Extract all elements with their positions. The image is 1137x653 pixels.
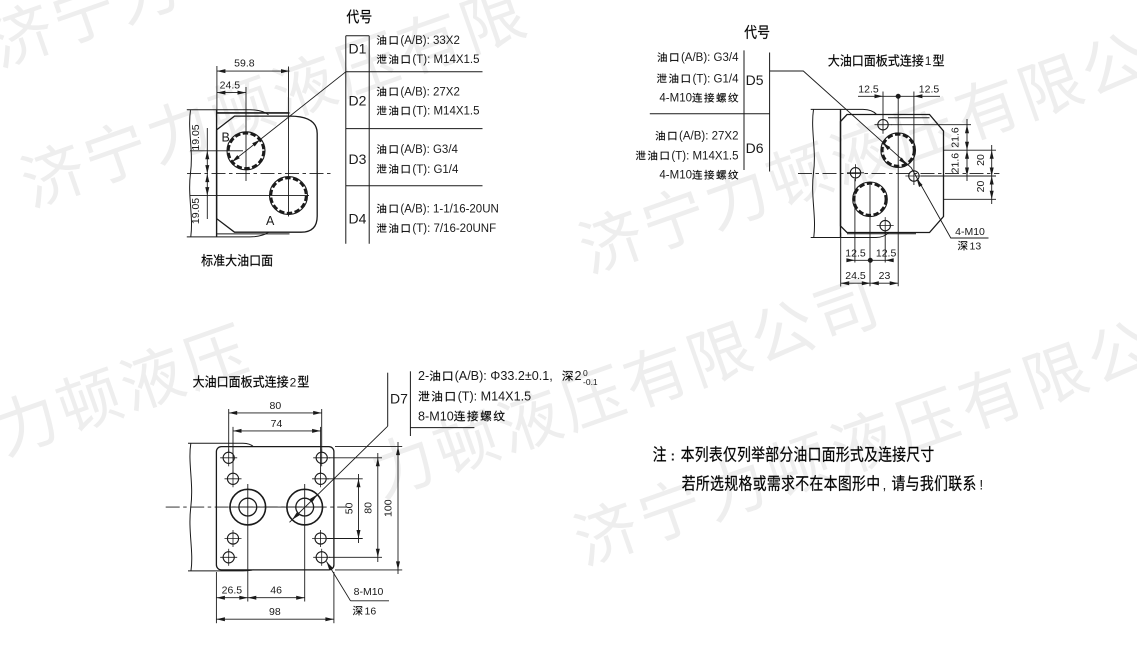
svg-text:8-M10: 8-M10 [418,409,454,423]
svg-text:(A/B): 1-1/16-20UN: (A/B): 1-1/16-20UN [400,203,498,215]
svg-text:D4: D4 [349,211,367,227]
svg-text:(T): G1/4: (T): G1/4 [692,73,739,85]
svg-text:24.5: 24.5 [845,270,866,282]
svg-text:,: , [883,478,887,493]
svg-text:(T): M14X1.5: (T): M14X1.5 [412,106,479,118]
svg-text:(A/B): G3/4: (A/B): G3/4 [400,144,458,156]
svg-text:26.5: 26.5 [222,585,243,597]
svg-text:!: ! [979,478,983,493]
svg-text:74: 74 [271,418,283,430]
svg-text:(A/B): Φ33.2±0.1,: (A/B): Φ33.2±0.1, [455,369,553,383]
svg-text:12.5: 12.5 [919,83,940,95]
svg-text:2: 2 [575,369,582,383]
svg-text:4-M10: 4-M10 [955,226,985,238]
svg-text:21.6: 21.6 [950,127,962,148]
svg-text:19.05: 19.05 [190,124,202,150]
svg-text:D1: D1 [349,40,367,56]
svg-text:D5: D5 [746,72,764,88]
svg-text:D2: D2 [349,93,367,109]
svg-text:-0.1: -0.1 [583,377,598,387]
svg-text:B: B [222,131,230,145]
svg-text:98: 98 [269,606,281,618]
svg-text:(A/B): 27X2: (A/B): 27X2 [400,86,459,98]
svg-text:2: 2 [290,375,297,389]
svg-text:1: 1 [925,54,932,68]
svg-text:2-: 2- [418,369,429,383]
svg-text:4-M10: 4-M10 [659,170,692,182]
svg-text::: : [671,449,676,464]
svg-text:23: 23 [879,270,891,282]
svg-text:46: 46 [270,585,282,597]
svg-text:8-M10: 8-M10 [354,586,384,598]
svg-text:50: 50 [343,502,355,514]
svg-text:(T): M14X1.5: (T): M14X1.5 [671,150,738,162]
svg-text:100: 100 [382,499,394,517]
svg-text:D7: D7 [390,391,408,407]
svg-text:12.5: 12.5 [845,247,866,259]
svg-text:80: 80 [362,502,374,514]
svg-text:(A/B): 27X2: (A/B): 27X2 [679,131,738,143]
svg-text:4-M10: 4-M10 [659,93,692,105]
svg-text:12.5: 12.5 [876,247,897,259]
svg-text:59.8: 59.8 [234,58,255,70]
svg-text:D3: D3 [349,151,367,167]
svg-text:20: 20 [975,181,987,193]
svg-text:80: 80 [270,400,282,412]
svg-text:(T): M14X1.5: (T): M14X1.5 [412,54,479,66]
svg-text:A: A [266,214,275,228]
svg-text:(A/B): G3/4: (A/B): G3/4 [681,52,739,64]
svg-text:D6: D6 [746,140,764,156]
svg-text:16: 16 [365,606,377,618]
svg-text:20: 20 [975,154,987,166]
svg-text:(A/B): 33X2: (A/B): 33X2 [400,35,459,47]
svg-text:24.5: 24.5 [220,80,241,92]
svg-text:(T): 7/16-20UNF: (T): 7/16-20UNF [412,223,496,235]
svg-text:(T): G1/4: (T): G1/4 [412,164,459,176]
svg-text:21.6: 21.6 [950,153,962,174]
svg-text:19.05: 19.05 [190,198,202,224]
svg-text:(T): M14X1.5: (T): M14X1.5 [458,390,531,404]
svg-text:0: 0 [583,368,588,378]
svg-text:12.5: 12.5 [858,83,879,95]
svg-text:13: 13 [970,241,982,253]
